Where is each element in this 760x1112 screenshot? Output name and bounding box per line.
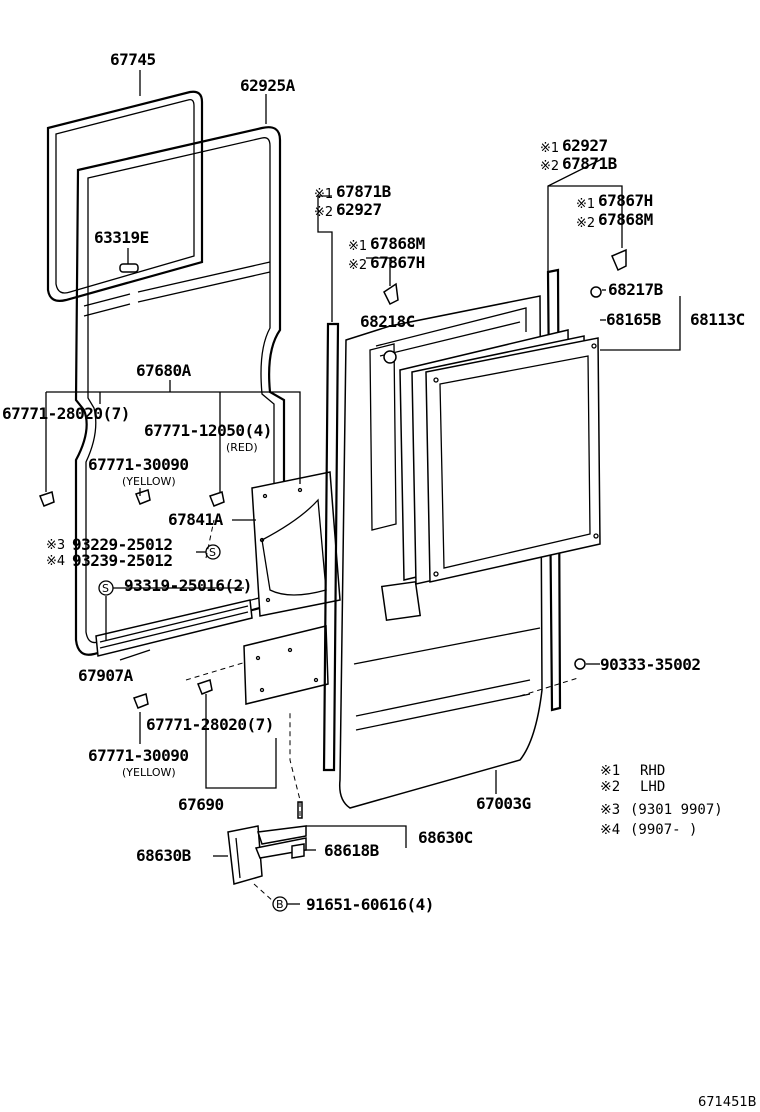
hinge-assy xyxy=(227,801,307,885)
label-67867H-b: 67867H xyxy=(598,191,653,210)
mark-1-b: ※1 xyxy=(348,239,368,254)
label-68630C: 68630C xyxy=(418,828,473,847)
mark-1-d: ※1 xyxy=(576,197,596,212)
label-67771-12050: 67771-12050(4) xyxy=(144,421,272,440)
label-62927-a: 62927 xyxy=(336,200,382,219)
mark-2-c: ※2 xyxy=(540,159,560,174)
mark-3: ※3 xyxy=(46,538,66,553)
legend-mark-2: ※2 xyxy=(600,779,621,795)
legend-text-2: LHD xyxy=(640,779,666,795)
label-67868M-b: 67868M xyxy=(598,210,653,229)
label-93229: 93229-25012 xyxy=(72,535,173,554)
circle-s-lower: S xyxy=(102,582,109,595)
label-67907A: 67907A xyxy=(78,666,133,685)
label-68630B: 68630B xyxy=(136,846,191,865)
label-67871B-b: 67871B xyxy=(562,154,617,173)
trim-board-lower xyxy=(243,625,329,705)
label-67745: 67745 xyxy=(110,50,156,69)
label-67771-28020-top: 67771-28020(7) xyxy=(2,404,130,423)
mark-2-a: ※2 xyxy=(314,205,334,220)
dashed-guides xyxy=(185,519,579,903)
label-67690: 67690 xyxy=(178,795,224,814)
label-67771-30090-top: 67771-30090 xyxy=(88,455,189,474)
legend-text-4: (9907- ) xyxy=(630,822,698,838)
label-62927-b: 62927 xyxy=(562,136,608,155)
seal-strip-left xyxy=(322,322,340,772)
label-67003G: 67003G xyxy=(476,794,531,813)
clip-68217B xyxy=(590,286,602,298)
label-red: (RED) xyxy=(226,441,258,454)
circle-b: B xyxy=(276,898,284,911)
label-67771-28020-bot: 67771-28020(7) xyxy=(146,715,274,734)
bumper-68218C xyxy=(383,350,397,364)
label-68218C: 68218C xyxy=(360,312,415,331)
circle-s-upper: S xyxy=(209,546,216,559)
label-yellow-top: (YELLOW) xyxy=(122,475,176,488)
weatherstrip-67745 xyxy=(46,90,204,302)
plug-90333 xyxy=(574,658,586,670)
mark-2-d: ※2 xyxy=(576,216,596,231)
clip-67868M xyxy=(383,282,399,306)
mark-2-b: ※2 xyxy=(348,258,368,273)
run-channel xyxy=(375,307,527,357)
label-67771-30090-bot: 67771-30090 xyxy=(88,746,189,765)
legend-text-3: (9301 9907) xyxy=(630,802,723,818)
label-68618B: 68618B xyxy=(324,841,379,860)
window-frame-assy xyxy=(399,329,601,585)
seal-strip-right xyxy=(546,268,562,712)
leader-lines xyxy=(45,70,681,905)
label-67841A: 67841A xyxy=(168,510,223,529)
label-yellow-bot: (YELLOW) xyxy=(122,766,176,779)
legend-mark-3: ※3 xyxy=(600,802,621,818)
label-63319E: 63319E xyxy=(94,228,149,247)
push-clips xyxy=(39,489,225,709)
label-93239: 93239-25012 xyxy=(72,551,173,570)
mark-4: ※4 xyxy=(46,554,66,569)
legend-mark-1: ※1 xyxy=(600,763,621,779)
label-67868M-a: 67868M xyxy=(370,234,425,253)
label-67867H-a: 67867H xyxy=(370,253,425,272)
label-62925A: 62925A xyxy=(240,76,295,95)
label-67680A: 67680A xyxy=(136,361,191,380)
legend-mark-4: ※4 xyxy=(600,822,621,838)
label-67871B-a: 67871B xyxy=(336,182,391,201)
label-68113C: 68113C xyxy=(690,310,745,329)
label-68165B: 68165B xyxy=(606,310,661,329)
label-90333: 90333-35002 xyxy=(600,655,701,674)
label-91651: 91651-60616(4) xyxy=(306,895,434,914)
mark-1-c: ※1 xyxy=(540,141,560,156)
label-93319: 93319-25016(2) xyxy=(124,576,252,595)
step-trim-67907A xyxy=(95,599,253,657)
clip-63319E xyxy=(119,263,139,273)
clip-67867H xyxy=(611,248,627,272)
mark-1-a: ※1 xyxy=(314,187,334,202)
label-68217B: 68217B xyxy=(608,280,663,299)
trim-board-upper xyxy=(251,471,341,617)
diagram-code: 671451B xyxy=(698,1095,757,1110)
legend-text-1: RHD xyxy=(640,763,666,779)
